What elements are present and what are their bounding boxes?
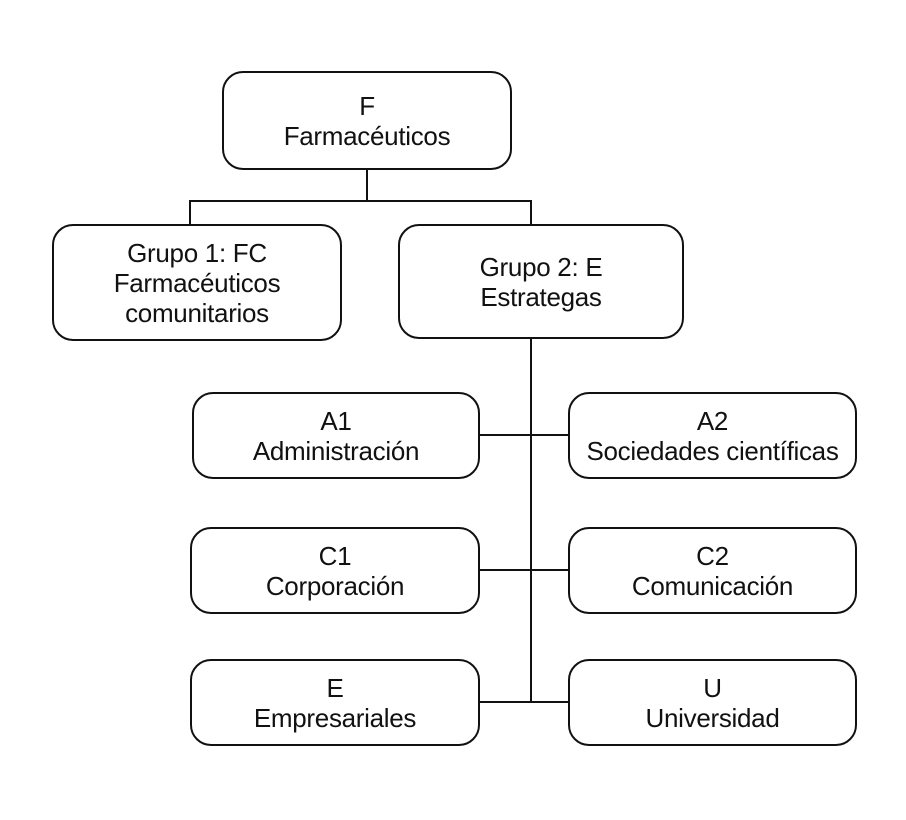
node-c1-label: Corporación [265,570,405,601]
node-grupo2-estrategas: Grupo 2: E Estrategas [398,224,684,339]
node-a2-label: Sociedades científicas [586,435,839,466]
node-grupo1-farmaceuticos-comunitarios: Grupo 1: FC Farmacéuticos comunitarios [52,224,342,341]
node-u-universidad: U Universidad [568,659,857,746]
node-e-code: E [326,672,344,703]
node-grupo1-code: Grupo 1: FC [127,237,267,268]
node-a2-sociedades-cientificas: A2 Sociedades científicas [568,392,857,479]
node-c2-comunicacion: C2 Comunicación [568,527,857,614]
node-farmaceuticos-code: F [359,90,375,121]
node-u-code: U [703,672,722,703]
node-grupo2-label: Estrategas [480,281,602,312]
node-farmaceuticos-label: Farmacéuticos [283,120,451,151]
node-farmaceuticos: F Farmacéuticos [222,71,512,170]
node-e-label: Empresariales [253,702,417,733]
node-u-label: Universidad [645,702,780,733]
node-c2-label: Comunicación [631,570,794,601]
node-a1-administracion: A1 Administración [192,392,480,479]
node-grupo2-code: Grupo 2: E [479,251,603,282]
node-a1-label: Administración [252,435,420,466]
node-c2-code: C2 [696,540,729,571]
node-c1-code: C1 [318,540,352,571]
node-a1-code: A1 [320,405,352,436]
node-a2-code: A2 [696,405,729,436]
node-e-empresariales: E Empresariales [190,659,480,746]
node-grupo1-label: Farmacéuticos comunitarios [113,267,281,328]
node-c1-corporacion: C1 Corporación [190,527,480,614]
